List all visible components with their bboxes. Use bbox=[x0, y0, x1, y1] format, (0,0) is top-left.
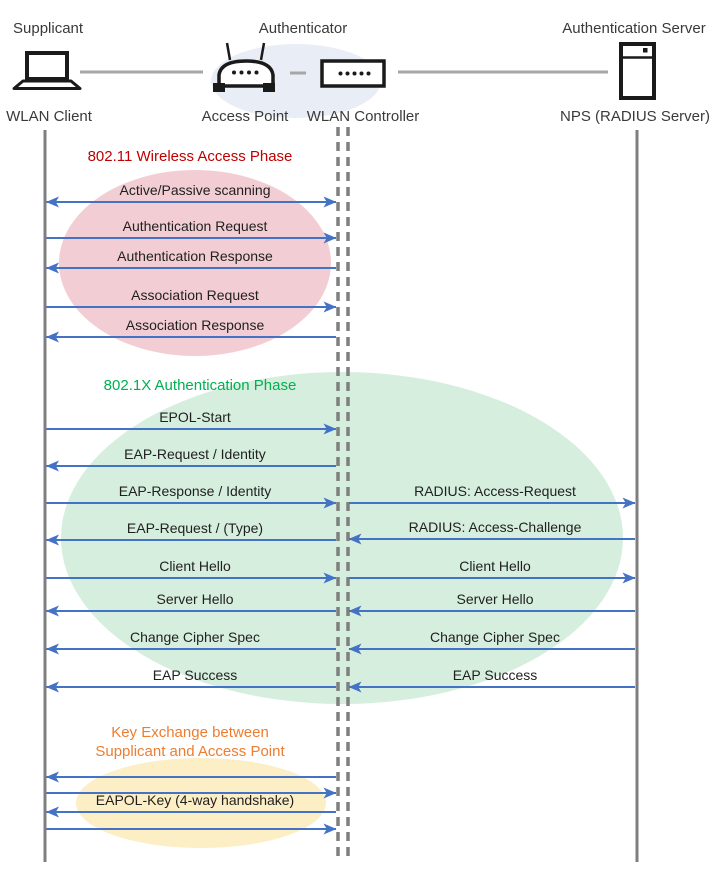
message-label: Server Hello bbox=[456, 591, 533, 607]
message-label: Authentication Response bbox=[117, 248, 273, 264]
message-label: Client Hello bbox=[459, 558, 531, 574]
message-label: EPOL-Start bbox=[159, 409, 231, 425]
message-label: EAP-Request / (Type) bbox=[127, 520, 263, 536]
laptop-icon bbox=[12, 51, 82, 90]
message-label: Association Request bbox=[131, 287, 259, 303]
message-label: RADIUS: Access-Request bbox=[414, 483, 576, 499]
phase-title-8021x-auth: 802.1X Authentication Phase bbox=[104, 377, 297, 394]
message-label: EAP-Response / Identity bbox=[119, 483, 272, 499]
message-label: Authentication Request bbox=[123, 218, 268, 234]
phase-title-80211-wireless: 802.11 Wireless Access Phase bbox=[88, 148, 293, 165]
phase-ellipse-key-exchange bbox=[76, 758, 326, 848]
message-label: Change Cipher Spec bbox=[130, 629, 260, 645]
message-label: Client Hello bbox=[159, 558, 231, 574]
server-icon bbox=[619, 42, 656, 100]
message-label: RADIUS: Access-Challenge bbox=[409, 519, 582, 535]
authentication-server-role-label: Authentication Server bbox=[562, 20, 705, 37]
wlan-controller-label: WLAN Controller bbox=[307, 108, 420, 125]
supplicant-role-label: Supplicant bbox=[13, 20, 84, 37]
phase-ellipse-80211-wireless bbox=[59, 170, 331, 356]
wlan-client-label: WLAN Client bbox=[6, 108, 93, 125]
message-label: Active/Passive scanning bbox=[120, 182, 271, 198]
message-label: Change Cipher Spec bbox=[430, 629, 560, 645]
message-label: EAP-Request / Identity bbox=[124, 446, 266, 462]
message-label: Server Hello bbox=[156, 591, 233, 607]
authenticator-role-label: Authenticator bbox=[259, 20, 347, 37]
phase-title-key-exchange-line1: Key Exchange between bbox=[111, 724, 269, 741]
message-label: EAP Success bbox=[153, 667, 238, 683]
phase-ellipse-8021x-auth bbox=[61, 372, 623, 704]
wlan-controller-icon bbox=[320, 59, 386, 88]
message-label: EAP Success bbox=[453, 667, 538, 683]
message-label: Association Response bbox=[126, 317, 265, 333]
phase-title-key-exchange-line2: Supplicant and Access Point bbox=[95, 743, 285, 760]
radius-server-label: NPS (RADIUS Server) bbox=[560, 108, 710, 125]
message-label: EAPOL-Key (4-way handshake) bbox=[96, 792, 294, 808]
access-point-icon bbox=[213, 42, 275, 92]
access-point-label: Access Point bbox=[202, 108, 290, 125]
